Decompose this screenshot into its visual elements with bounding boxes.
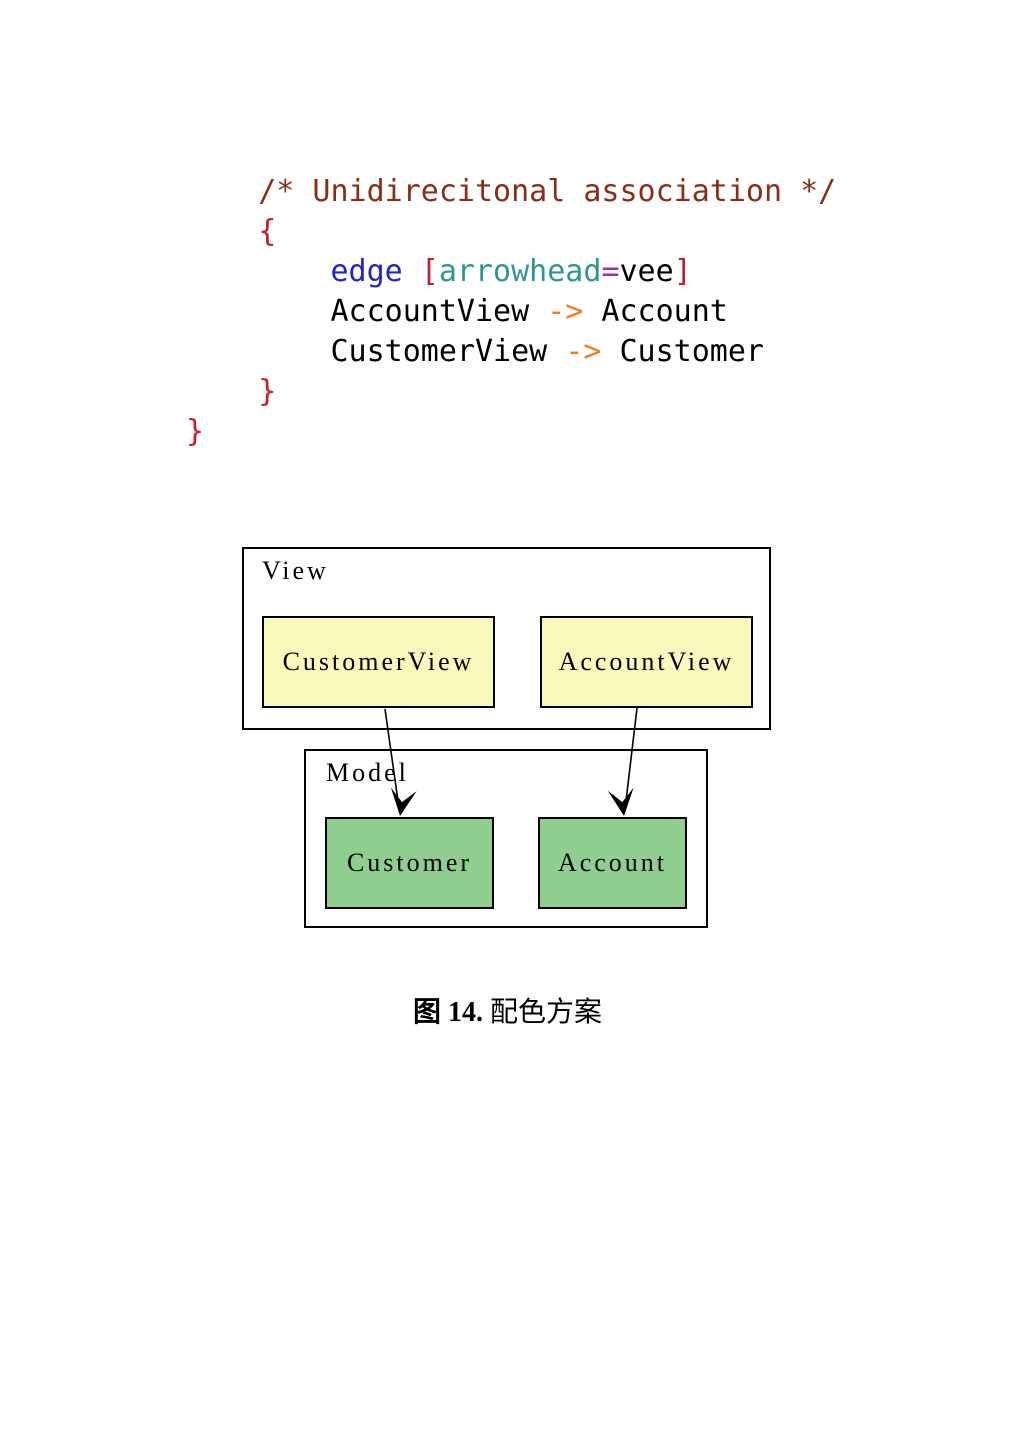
code-token: Customer — [601, 334, 764, 369]
code-token: /* Unidirecitonal association */ — [258, 174, 837, 209]
code-token: { — [258, 214, 277, 249]
code-token — [186, 254, 331, 289]
code-token — [403, 254, 421, 289]
code-line: { — [186, 212, 836, 252]
code-line: AccountView -> Account — [186, 292, 836, 332]
node-customer-label: Customer — [346, 848, 473, 877]
node-customerview-label: CustomerView — [282, 647, 475, 676]
node-account-label: Account — [557, 848, 668, 877]
figure-number: 图 14. — [412, 997, 483, 1028]
code-line: } — [186, 412, 836, 452]
node-accountview-label: AccountView — [558, 647, 735, 676]
code-token — [186, 214, 258, 249]
code-token — [186, 174, 258, 209]
code-token: -> — [547, 294, 584, 329]
figure-caption: 图 14. 配色方案 — [0, 990, 1015, 1030]
code-token: arrowhead — [438, 254, 602, 289]
code-token: vee — [619, 254, 674, 289]
code-line: } — [186, 372, 836, 412]
view-cluster-label: View — [262, 556, 329, 585]
code-token — [186, 334, 331, 369]
node-customerview: CustomerView — [262, 616, 495, 708]
code-token: [ — [420, 254, 439, 289]
code-listing: /* Unidirecitonal association */ { edge … — [186, 172, 836, 452]
figure-title: 配色方案 — [490, 997, 603, 1028]
code-token: = — [601, 254, 620, 289]
code-token: ] — [673, 254, 692, 289]
model-cluster-label: Model — [326, 758, 409, 787]
code-token: edge — [330, 254, 403, 289]
node-account: Account — [538, 817, 687, 909]
node-customer: Customer — [325, 817, 494, 909]
node-accountview: AccountView — [540, 616, 753, 708]
code-line: CustomerView -> Customer — [186, 332, 836, 372]
code-token: AccountView — [330, 294, 548, 329]
code-token: } — [258, 374, 277, 409]
code-token: CustomerView — [330, 334, 566, 369]
code-token — [186, 374, 258, 409]
code-line: /* Unidirecitonal association */ — [186, 172, 836, 212]
code-line: edge [arrowhead=vee] — [186, 252, 836, 292]
code-token: Account — [583, 294, 728, 329]
code-token — [186, 294, 331, 329]
code-token: -> — [565, 334, 602, 369]
code-token: } — [186, 414, 205, 449]
